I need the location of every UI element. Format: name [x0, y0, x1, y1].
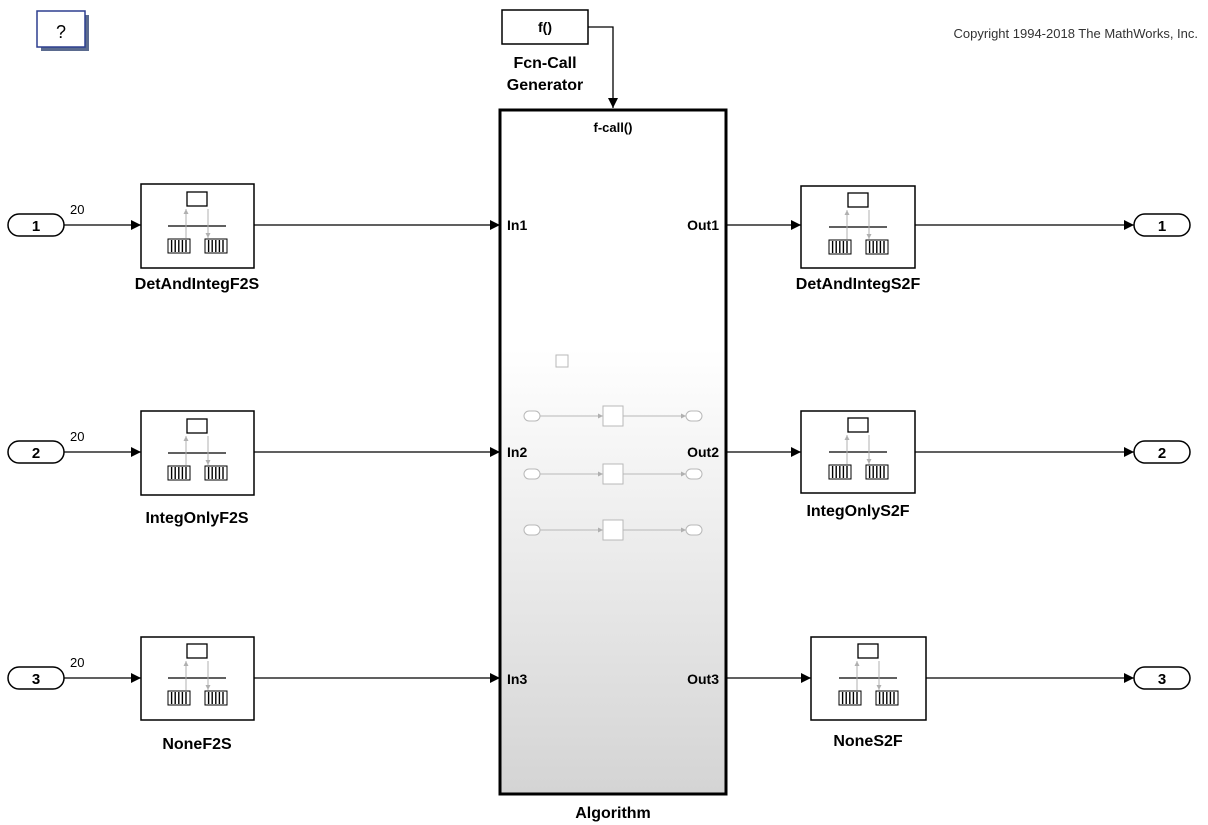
- rate-transition-icon: [167, 643, 228, 706]
- algorithm-in1-label: In1: [507, 217, 527, 233]
- subsystem-preview-icon: [523, 354, 703, 541]
- fcn-call-block-text: f(): [538, 19, 552, 35]
- s2f-1-label: DetAndIntegS2F: [796, 276, 921, 293]
- outport-2-number: 2: [1158, 445, 1166, 462]
- outport-3[interactable]: 3: [1133, 666, 1191, 690]
- rate-transition-icon: [828, 192, 889, 255]
- outport-2[interactable]: 2: [1133, 440, 1191, 464]
- inport-1-width-label: 20: [70, 202, 84, 217]
- inport-2[interactable]: 2: [7, 440, 65, 464]
- algorithm-out1-label: Out1: [687, 217, 719, 233]
- inport-3-width-label: 20: [70, 655, 84, 670]
- algorithm-subsystem[interactable]: [498, 108, 728, 796]
- fcn-call-generator-block[interactable]: f(): [501, 9, 589, 45]
- inport-2-width-label: 20: [70, 429, 84, 444]
- rate-transition-icon: [828, 417, 889, 480]
- rate-transition-icon: [167, 418, 228, 481]
- f2s-1-label: DetAndIntegF2S: [135, 276, 260, 293]
- outport-3-number: 3: [1158, 671, 1166, 688]
- help-button[interactable]: ?: [36, 10, 89, 51]
- inport-3-number: 3: [32, 671, 40, 688]
- inport-3[interactable]: 3: [7, 666, 65, 690]
- algorithm-out3-label: Out3: [687, 671, 719, 687]
- f2s-3-label: NoneF2S: [162, 736, 232, 753]
- outport-1[interactable]: 1: [1133, 213, 1191, 237]
- algorithm-out2-label: Out2: [687, 444, 719, 460]
- rate-transition-icon: [167, 191, 228, 254]
- rate-transition-icon: [838, 643, 899, 706]
- s2f-3-label: NoneS2F: [833, 733, 903, 750]
- inport-1[interactable]: 1: [7, 213, 65, 237]
- s2f-2-label: IntegOnlyS2F: [806, 503, 909, 520]
- outport-1-number: 1: [1158, 218, 1166, 235]
- copyright-text: Copyright 1994-2018 The MathWorks, Inc.: [954, 26, 1198, 41]
- algorithm-in2-label: In2: [507, 444, 527, 460]
- f2s-2-label: IntegOnlyF2S: [145, 510, 248, 527]
- fcn-call-signal-line: [588, 26, 618, 108]
- fcn-call-label-line2: Generator: [507, 77, 583, 94]
- help-label: ?: [56, 22, 66, 42]
- algorithm-in3-label: In3: [507, 671, 527, 687]
- algorithm-label: Algorithm: [575, 805, 651, 822]
- inport-1-number: 1: [32, 218, 40, 235]
- fcn-call-label-line1: Fcn-Call: [513, 55, 576, 72]
- inport-2-number: 2: [32, 445, 40, 462]
- trigger-port-label: f-call(): [594, 120, 633, 135]
